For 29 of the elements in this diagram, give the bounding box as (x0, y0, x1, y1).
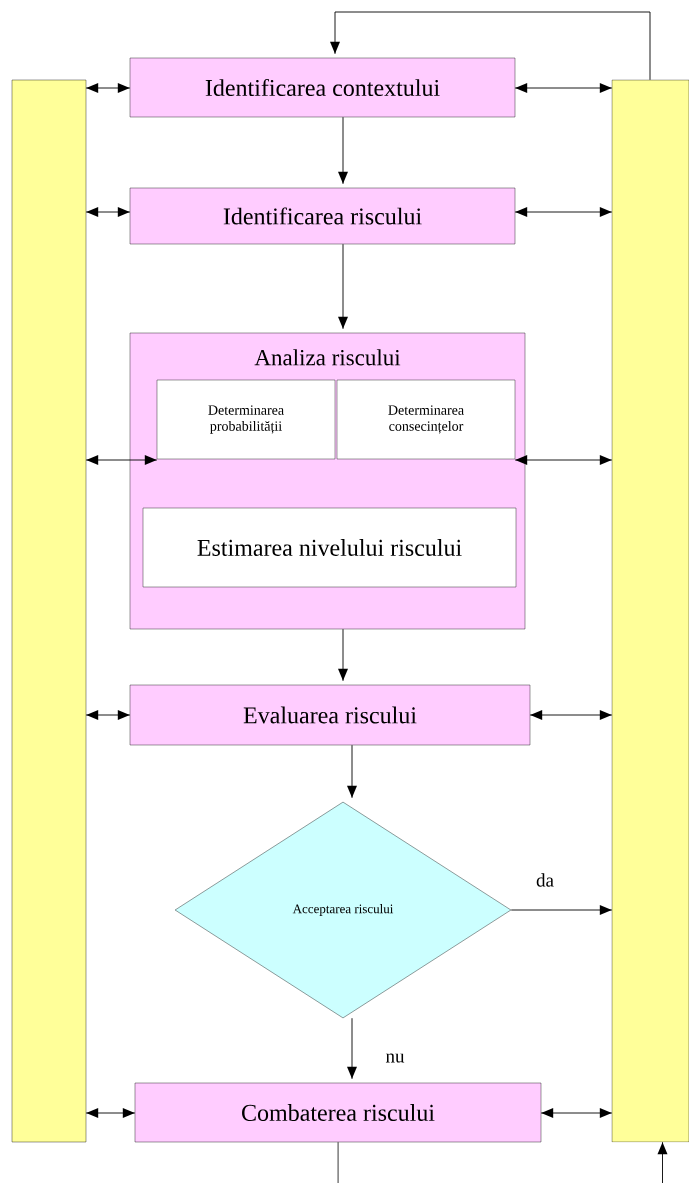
arrow (529, 710, 613, 720)
arrow (85, 1108, 136, 1118)
arrow (347, 744, 357, 799)
process-box: Combaterea riscului (134, 1082, 542, 1143)
step-box: Determinarea probabilității (156, 379, 336, 460)
arrow (85, 207, 131, 217)
arrow (338, 243, 348, 330)
step-box: Determinarea consecințelor (336, 379, 516, 460)
arrow (338, 628, 348, 682)
arrow (85, 83, 131, 93)
process-box: Evaluarea riscului (129, 684, 531, 746)
arrow (514, 207, 613, 217)
side-bar (611, 79, 689, 1143)
process-box: Identificarea riscului (129, 187, 516, 245)
arrow (657, 1141, 668, 1183)
arrow (347, 1017, 357, 1080)
arrow (540, 1108, 613, 1118)
arrow (85, 710, 131, 720)
step-box: Estimarea nivelului riscului (142, 507, 517, 588)
edge-label: da (535, 872, 555, 888)
side-bar (11, 79, 87, 1143)
arrow (514, 83, 613, 93)
edge-label: nu (384, 1052, 406, 1064)
process-box: Identificarea contextului (129, 57, 516, 118)
arrow (338, 116, 348, 185)
arrow (514, 455, 613, 465)
arrow (330, 11, 651, 81)
arrow (510, 905, 613, 915)
arrow (85, 455, 158, 465)
